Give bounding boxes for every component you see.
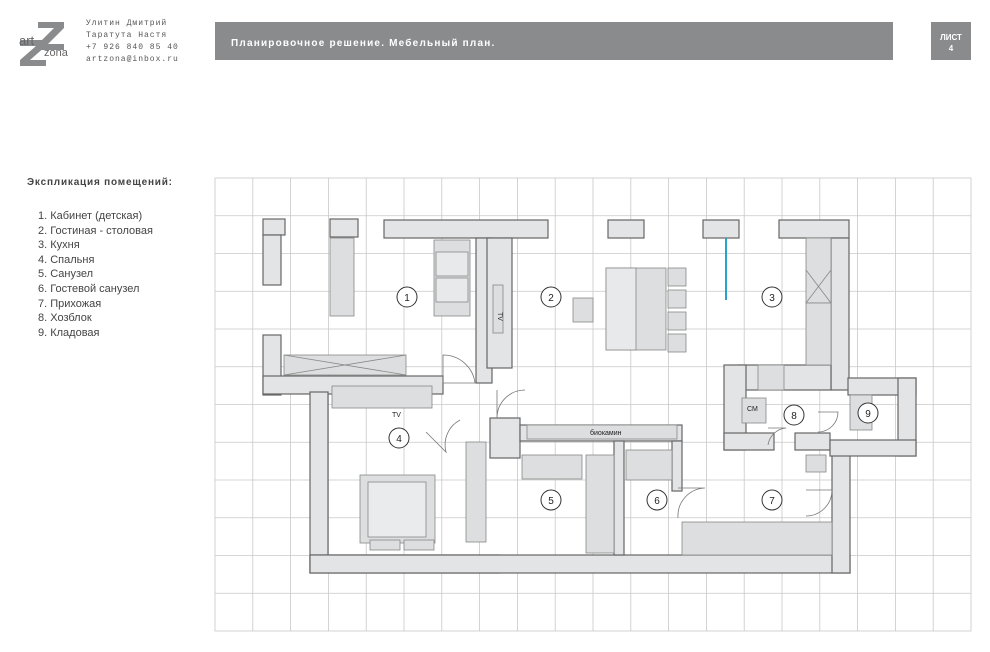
room-marker-5 bbox=[540, 489, 562, 511]
room-number: 7 bbox=[769, 496, 775, 507]
svg-text:zona: zona bbox=[44, 47, 69, 59]
room-markers bbox=[388, 286, 879, 511]
contact-name-2: Таратута Настя bbox=[86, 31, 168, 40]
contact-name-1: Улитин Дмитрий bbox=[86, 19, 168, 28]
room-number: 5 bbox=[548, 496, 554, 507]
washer bbox=[741, 397, 767, 424]
washer-label: СМ bbox=[747, 406, 758, 413]
room-list-item: 1. Кабинет (детская) bbox=[38, 210, 143, 222]
room-number: 4 bbox=[396, 434, 402, 445]
svg-text:art: art bbox=[19, 33, 35, 48]
room-marker-8 bbox=[783, 404, 805, 426]
double-sink bbox=[521, 454, 583, 480]
hall-wardrobe bbox=[681, 521, 833, 556]
sheet-number: 4 bbox=[948, 44, 954, 53]
room-list: 1. Кабинет (детская) 2. Гостиная - столо… bbox=[38, 209, 153, 340]
room-marker-9 bbox=[857, 402, 879, 424]
room-marker-4 bbox=[388, 427, 410, 449]
tv-stand-living bbox=[492, 284, 504, 334]
room-number: 2 bbox=[548, 293, 554, 304]
room-marker-6 bbox=[646, 489, 668, 511]
tv-label-bedroom: TV bbox=[392, 412, 401, 419]
room-number: 9 bbox=[865, 409, 871, 420]
plan-furniture bbox=[283, 237, 873, 556]
page-title: Планировочное решение. Мебельный план. bbox=[231, 38, 496, 49]
room-number: 8 bbox=[791, 411, 797, 422]
sheet-number-box: ЛИСТ 4 bbox=[931, 22, 971, 60]
room-number: 1 bbox=[404, 293, 410, 304]
explication-heading: Экспликация помещений: bbox=[27, 177, 173, 188]
room-list-item: 6. Гостевой санузел bbox=[38, 282, 140, 295]
contact-phone: +7 926 840 85 40 bbox=[86, 43, 179, 52]
armchair bbox=[572, 297, 594, 323]
bathtub bbox=[585, 454, 615, 554]
room-list-item: 4. Спальня bbox=[38, 253, 95, 266]
contact-email[interactable]: artzona@inbox.ru bbox=[86, 55, 179, 64]
room-marker-2 bbox=[540, 286, 562, 308]
tv-label-living: TV bbox=[496, 312, 503, 321]
kitchen-counter bbox=[805, 302, 832, 366]
plan-doors bbox=[425, 354, 839, 519]
room-list-item: 3. Кухня bbox=[38, 239, 80, 252]
contact-block: Улитин Дмитрий Таратута Настя +7 926 840… bbox=[86, 18, 179, 66]
artzona-logo: art zona bbox=[19, 22, 69, 66]
room-list-item: 5. Санузел bbox=[38, 268, 94, 281]
room-number: 6 bbox=[654, 496, 660, 507]
bedroom-wardrobe bbox=[331, 385, 433, 409]
room-list-item: 8. Хозблок bbox=[38, 312, 92, 325]
stove bbox=[757, 364, 785, 391]
biofireplace-label: биокамин bbox=[590, 429, 622, 437]
room-number: 3 bbox=[769, 293, 775, 304]
room-marker-1 bbox=[396, 286, 418, 308]
title-bar: Планировочное решение. Мебельный план. bbox=[215, 22, 893, 60]
guest-shower bbox=[625, 449, 673, 481]
biofireplace-unit bbox=[526, 424, 678, 440]
room-marker-7 bbox=[761, 489, 783, 511]
room-list-item: 9. Кладовая bbox=[38, 326, 100, 339]
bedroom-closet bbox=[465, 441, 487, 543]
room-list-item: 2. Гостиная - столовая bbox=[38, 224, 153, 237]
room-list-item: 7. Прихожая bbox=[38, 297, 102, 310]
sheet-label: ЛИСТ bbox=[940, 33, 962, 42]
desk bbox=[329, 237, 355, 317]
room-marker-3 bbox=[761, 286, 783, 308]
